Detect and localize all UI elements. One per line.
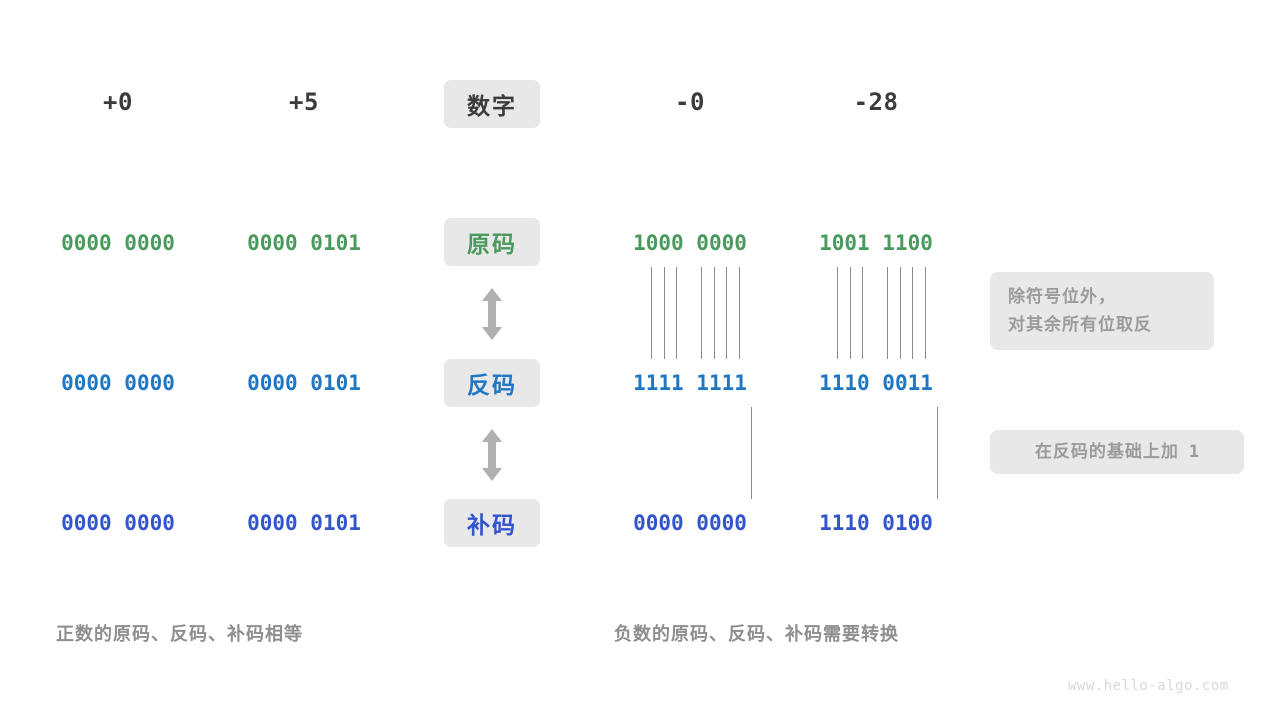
bits-sign-magnitude-minus-0: 1000 0000	[633, 231, 747, 255]
header-value-plus-0: +0	[103, 88, 133, 116]
row-label-number: 数字	[444, 80, 540, 128]
connector-line	[850, 267, 851, 359]
connector-line	[837, 267, 838, 359]
bits-twos-complement-plus-5: 0000 0101	[247, 511, 361, 535]
connector-line	[900, 267, 901, 359]
annotation-line-2: 对其余所有位取反	[1008, 315, 1152, 335]
row-label-twos-complement: 补码	[444, 499, 540, 547]
header-value-plus-5: +5	[289, 88, 319, 116]
connector-line	[676, 267, 677, 359]
bits-ones-complement-minus-28: 1110 0011	[819, 371, 933, 395]
annotation-add-one-text: 在反码的基础上加	[1034, 442, 1179, 462]
connector-line	[937, 407, 938, 499]
connector-line	[726, 267, 727, 359]
arrow-ones-complement-to-twos-complement	[482, 429, 502, 481]
annotation-add-one-value: 1	[1188, 442, 1200, 462]
bits-sign-magnitude-minus-28: 1001 1100	[819, 231, 933, 255]
connector-line	[701, 267, 702, 359]
connector-line	[912, 267, 913, 359]
header-value-minus-0: -0	[675, 88, 705, 116]
bits-ones-complement-plus-0: 0000 0000	[61, 371, 175, 395]
row-label-ones-complement: 反码	[444, 359, 540, 407]
annotation-invert-non-sign-bits: 除符号位外， 对其余所有位取反	[990, 272, 1214, 350]
connector-line	[862, 267, 863, 359]
watermark: www.hello-algo.com	[1068, 678, 1229, 694]
bits-twos-complement-minus-0: 0000 0000	[633, 511, 747, 535]
bits-ones-complement-plus-5: 0000 0101	[247, 371, 361, 395]
connector-line	[664, 267, 665, 359]
connector-line	[651, 267, 652, 359]
connector-line	[739, 267, 740, 359]
row-label-sign-magnitude: 原码	[444, 218, 540, 266]
bits-twos-complement-minus-28: 1110 0100	[819, 511, 933, 535]
bits-sign-magnitude-plus-0: 0000 0000	[61, 231, 175, 255]
annotation-add-one: 在反码的基础上加 1	[990, 430, 1244, 474]
connector-line	[751, 407, 752, 499]
arrow-sign-magnitude-to-ones-complement	[482, 288, 502, 340]
connector-line	[887, 267, 888, 359]
header-value-minus-28: -28	[853, 88, 899, 116]
caption-positive-numbers: 正数的原码、反码、补码相等	[56, 624, 303, 645]
bits-twos-complement-plus-0: 0000 0000	[61, 511, 175, 535]
caption-negative-numbers: 负数的原码、反码、补码需要转换	[614, 624, 899, 645]
connector-line	[925, 267, 926, 359]
bits-ones-complement-minus-0: 1111 1111	[633, 371, 747, 395]
annotation-line-1: 除符号位外，	[1008, 287, 1116, 307]
connector-line	[714, 267, 715, 359]
bits-sign-magnitude-plus-5: 0000 0101	[247, 231, 361, 255]
